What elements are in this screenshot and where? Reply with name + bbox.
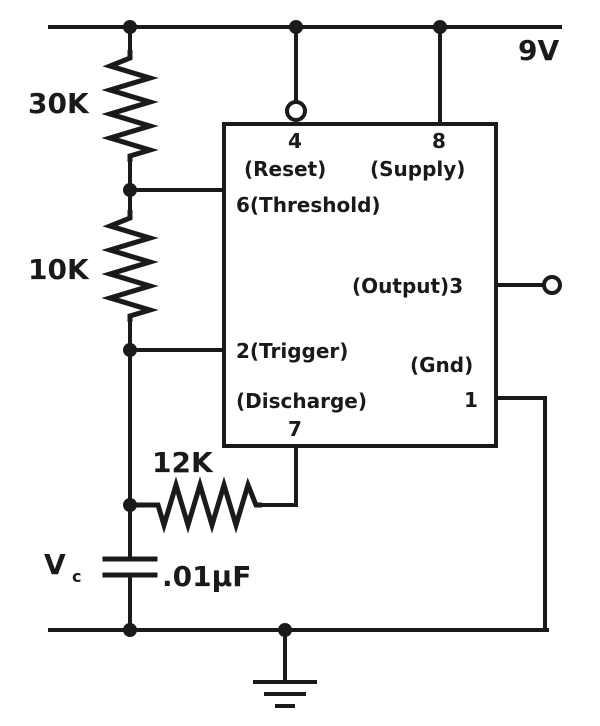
wire-discharge	[260, 444, 298, 507]
capacitor-gap	[100, 559, 160, 575]
pin-2-label: 2(Trigger)	[236, 339, 348, 363]
resistor-10k	[101, 210, 159, 322]
wire-ground-pin	[494, 396, 547, 632]
pin-8-name: (Supply)	[370, 157, 465, 181]
pin-6-label: 6(Threshold)	[236, 193, 381, 217]
junction-discharge	[123, 498, 137, 512]
pin-7-name: (Discharge)	[236, 389, 367, 413]
pin-1-number: 1	[464, 388, 478, 412]
resistor-12k	[130, 476, 262, 534]
capacitor-voltage-symbol: V	[44, 548, 66, 581]
capacitor-value-label: .01μF	[162, 560, 251, 593]
reset-inversion-bubble	[285, 100, 307, 122]
pin-4-name: (Reset)	[244, 157, 326, 181]
supply-voltage-label: 9V	[518, 34, 559, 67]
resistor-30k-label: 30K	[28, 87, 90, 120]
pin-3-label: (Output)3	[352, 274, 463, 298]
pin-8-number: 8	[432, 129, 446, 153]
junction-rail-reset	[289, 20, 303, 34]
resistor-12k-label: 12K	[152, 446, 214, 479]
junction-rail-supply	[433, 20, 447, 34]
capacitor-voltage-subscript: c	[72, 567, 81, 586]
junction-rail-left	[123, 20, 137, 34]
junction-ground-left	[123, 623, 137, 637]
resistor-10k-label: 10K	[28, 253, 90, 286]
resistor-30k	[101, 50, 159, 162]
pin-1-name: (Gnd)	[410, 353, 473, 377]
junction-threshold	[123, 183, 137, 197]
junction-ground-center	[278, 623, 292, 637]
pin-7-number: 7	[288, 417, 302, 441]
output-terminal	[542, 275, 562, 295]
junction-trigger	[123, 343, 137, 357]
pin-4-number: 4	[288, 129, 302, 153]
